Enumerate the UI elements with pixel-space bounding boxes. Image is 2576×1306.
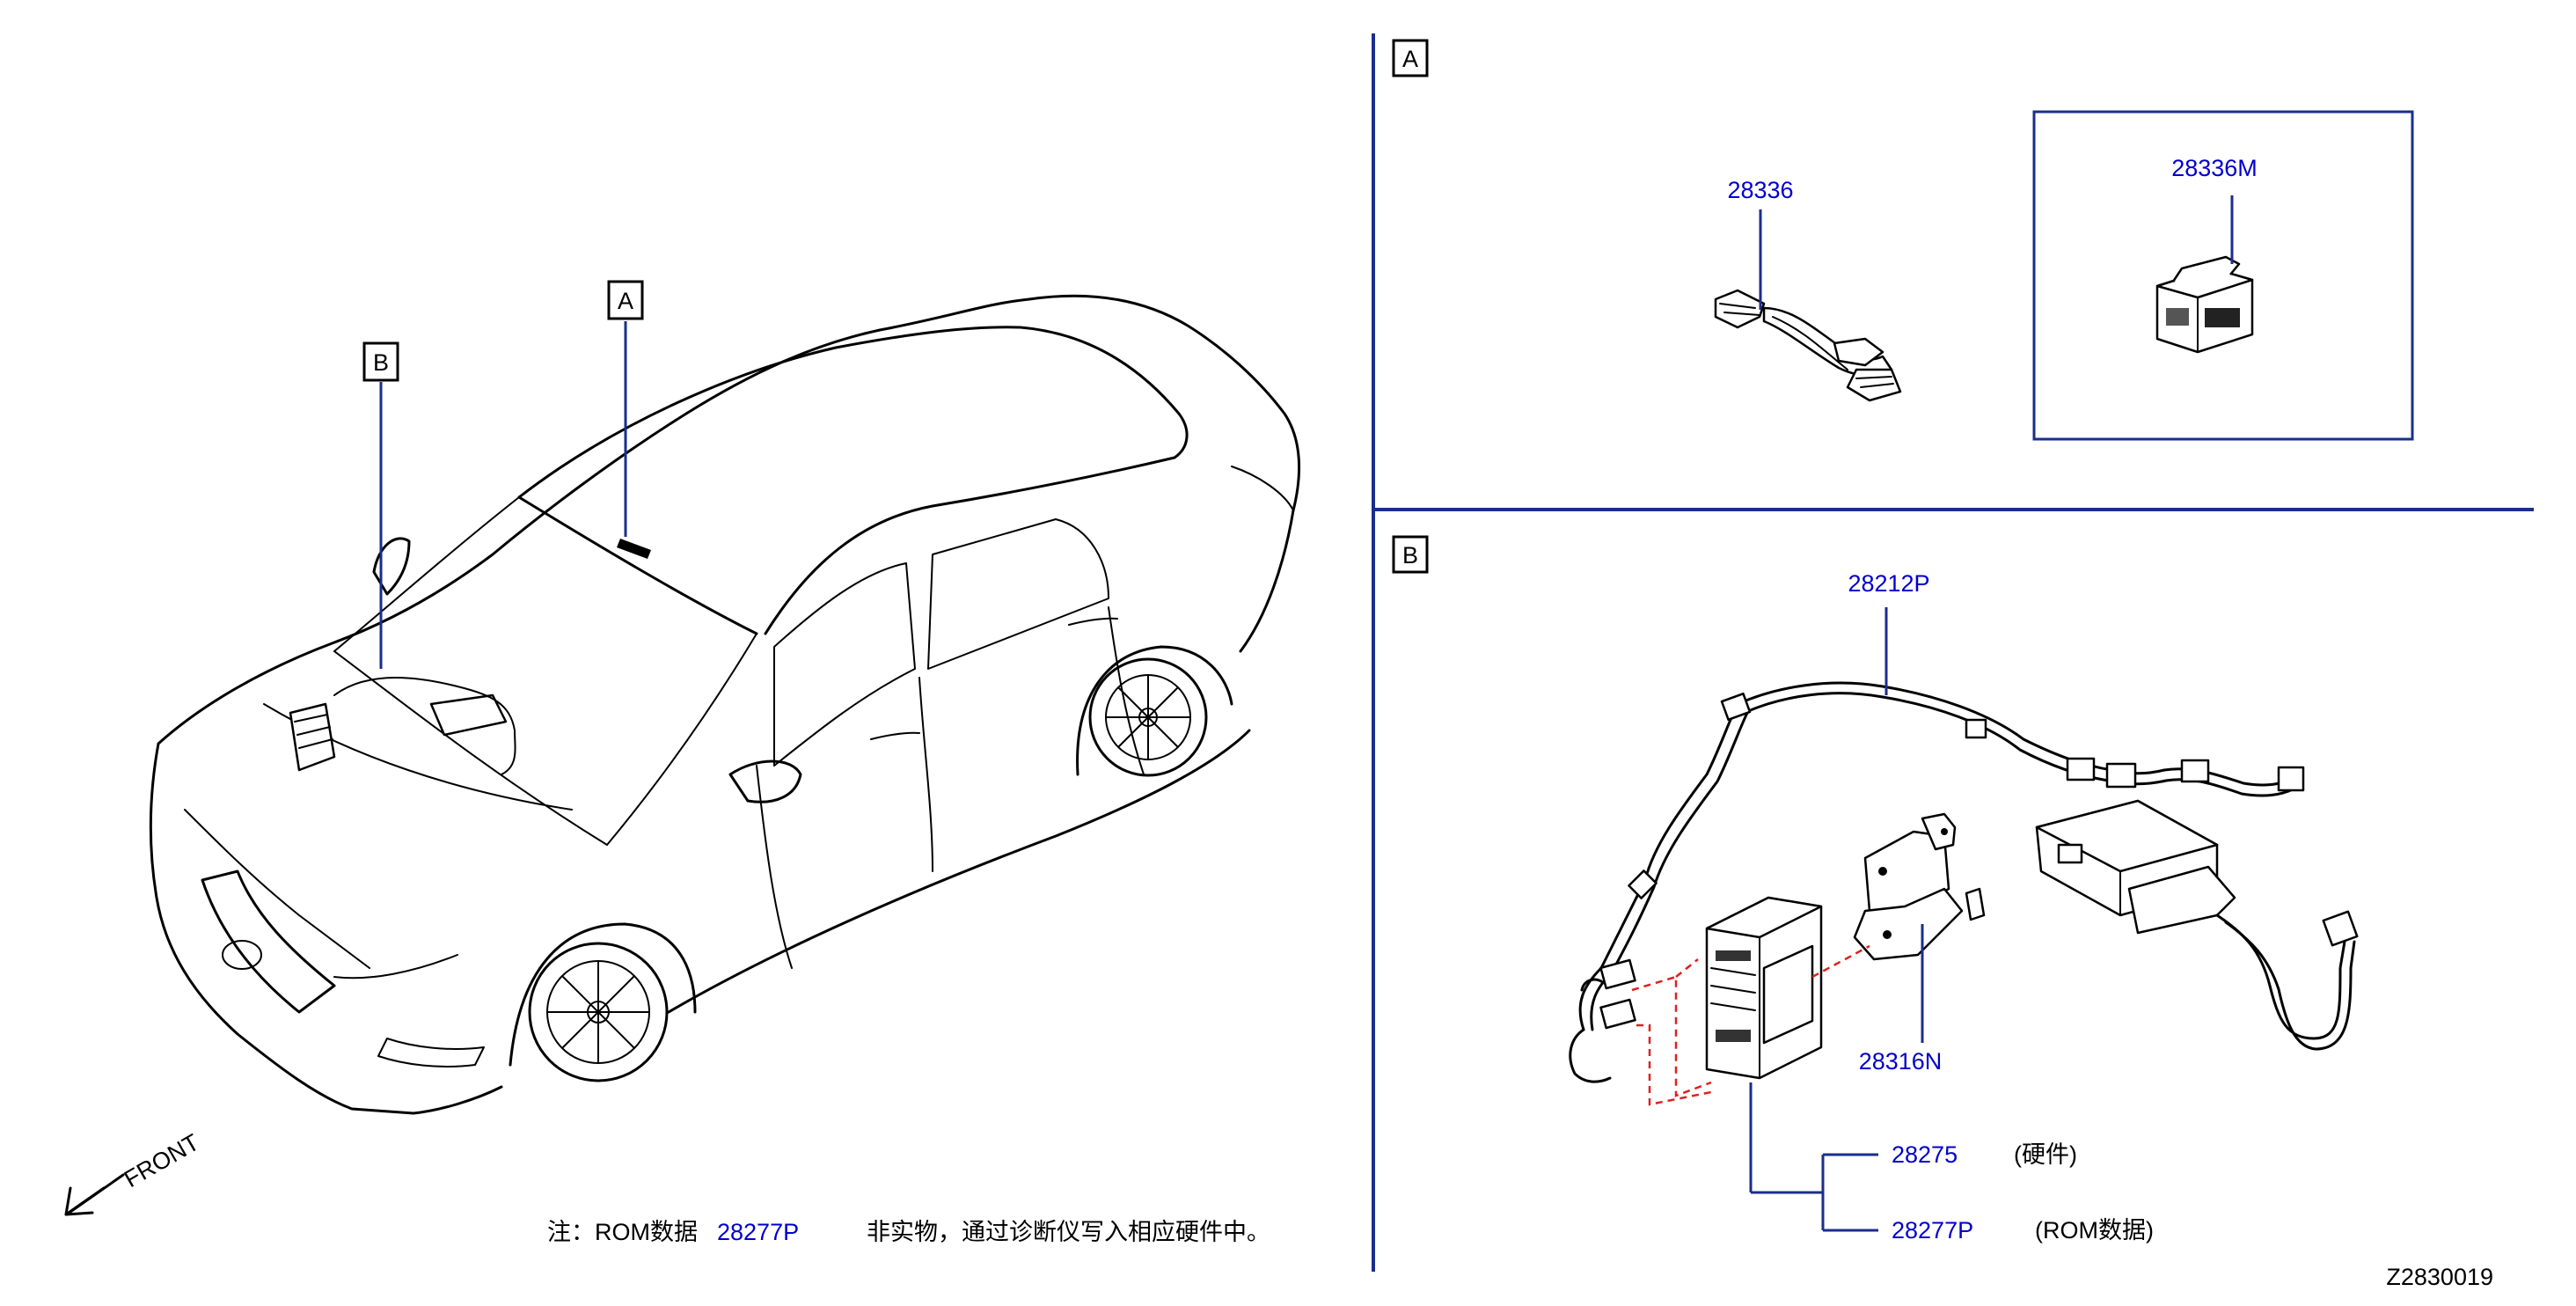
svg-text:B: B: [1402, 542, 1418, 569]
note-suffix: 非实物，通过诊断仪写入相应硬件中。: [867, 1219, 1270, 1245]
part-28275-module: [1705, 896, 1823, 1080]
part-28336m-connector: [2155, 255, 2254, 354]
callout-28275-tree: [1749, 1082, 1878, 1232]
diagram-code: Z2830019: [2386, 1264, 2493, 1290]
variant-box-28336m: [2032, 110, 2414, 441]
section-b-label: B: [1392, 535, 1429, 574]
note-part-number: 28277P: [717, 1219, 799, 1245]
front-label: FRONT: [120, 1129, 204, 1192]
svg-text:A: A: [1402, 46, 1418, 72]
front-arrow-icon: [64, 1173, 125, 1216]
part-number-28212p: 28212P: [1848, 570, 1929, 597]
car-callout-b: B: [362, 341, 399, 382]
car-illustration: [149, 294, 1300, 1115]
part-28316n-bracket: [1853, 812, 1986, 961]
svg-text:B: B: [373, 349, 389, 376]
note-prefix: 注：ROM数据: [547, 1219, 698, 1245]
part-number-28316n: 28316N: [1859, 1048, 1943, 1075]
part-note-28275: (硬件): [2014, 1141, 2077, 1168]
rom-note: 注：ROM数据 28277P 非实物，通过诊断仪写入相应硬件中。: [547, 1219, 1270, 1245]
part-28336-cable: [1714, 289, 1902, 402]
svg-text:A: A: [618, 288, 633, 314]
car-callout-a: A: [607, 280, 644, 320]
part-number-28336: 28336: [1727, 177, 1793, 203]
section-a-label: A: [1392, 39, 1429, 77]
connection-guides: [1631, 944, 1870, 1106]
part-number-28336m: 28336M: [2171, 155, 2258, 181]
part-28212p-harness: [1569, 681, 2359, 1083]
part-number-28277p: 28277P: [1892, 1217, 1973, 1244]
part-number-28275: 28275: [1892, 1141, 1958, 1168]
part-note-28277p: (ROM数据): [2035, 1217, 2154, 1244]
